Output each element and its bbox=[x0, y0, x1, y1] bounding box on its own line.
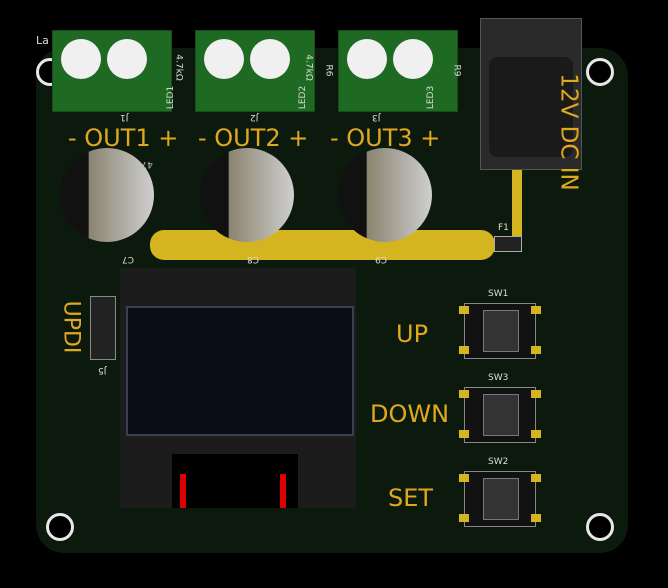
switch-label-set: SET bbox=[388, 484, 434, 512]
led-ref: LED3 bbox=[426, 85, 437, 110]
output-label-1: - OUT1 + bbox=[68, 124, 179, 152]
terminal-block-j2 bbox=[195, 30, 315, 112]
dc-jack bbox=[480, 18, 582, 170]
fuse bbox=[494, 236, 522, 252]
capacitor-ref: C8 bbox=[247, 254, 260, 264]
switch-ref: SW2 bbox=[488, 457, 509, 467]
updi-header bbox=[90, 296, 116, 360]
capacitor-c9 bbox=[338, 148, 432, 242]
led-ref: LED1 bbox=[166, 85, 177, 110]
oled-display-module bbox=[120, 268, 356, 508]
terminal-block-j1 bbox=[52, 30, 172, 112]
power-trace bbox=[512, 160, 522, 240]
switch-ref: SW3 bbox=[488, 373, 509, 383]
output-label-2: - OUT2 + bbox=[198, 124, 309, 152]
capacitor-c7 bbox=[60, 148, 154, 242]
mounting-hole bbox=[586, 513, 614, 541]
mounting-hole bbox=[586, 58, 614, 86]
fuse-ref: F1 bbox=[498, 223, 509, 233]
power-input-label: 12V DC IN bbox=[555, 73, 582, 191]
capacitor-ref: C9 bbox=[375, 254, 388, 264]
switch-down[interactable] bbox=[459, 387, 541, 443]
terminal-block-j3 bbox=[338, 30, 458, 112]
layer-label: La bbox=[36, 34, 49, 47]
switch-label-up: UP bbox=[396, 320, 429, 348]
updi-label: UPDI bbox=[58, 300, 84, 354]
resistor-ref: R9 bbox=[451, 64, 462, 77]
resistor-ref: R6 bbox=[323, 64, 334, 77]
resistor-value: 4.7kΩ bbox=[303, 54, 314, 81]
capacitor-value: 470u bbox=[130, 159, 153, 169]
capacitor-ref: C7 bbox=[122, 254, 135, 264]
output-label-3: - OUT3 + bbox=[330, 124, 441, 152]
led-ref: LED2 bbox=[298, 85, 309, 110]
power-trace bbox=[150, 230, 495, 260]
resistor-value: 4.7kΩ bbox=[173, 54, 184, 81]
switch-set[interactable] bbox=[459, 471, 541, 527]
mounting-hole bbox=[46, 513, 74, 541]
updi-ref: J5 bbox=[98, 365, 107, 375]
connector-ref: J3 bbox=[372, 112, 381, 122]
connector-ref: J1 bbox=[120, 112, 129, 122]
switch-ref: SW1 bbox=[488, 289, 509, 299]
switch-up[interactable] bbox=[459, 303, 541, 359]
connector-ref: J2 bbox=[250, 112, 259, 122]
capacitor-c8 bbox=[200, 148, 294, 242]
switch-label-down: DOWN bbox=[370, 400, 450, 428]
